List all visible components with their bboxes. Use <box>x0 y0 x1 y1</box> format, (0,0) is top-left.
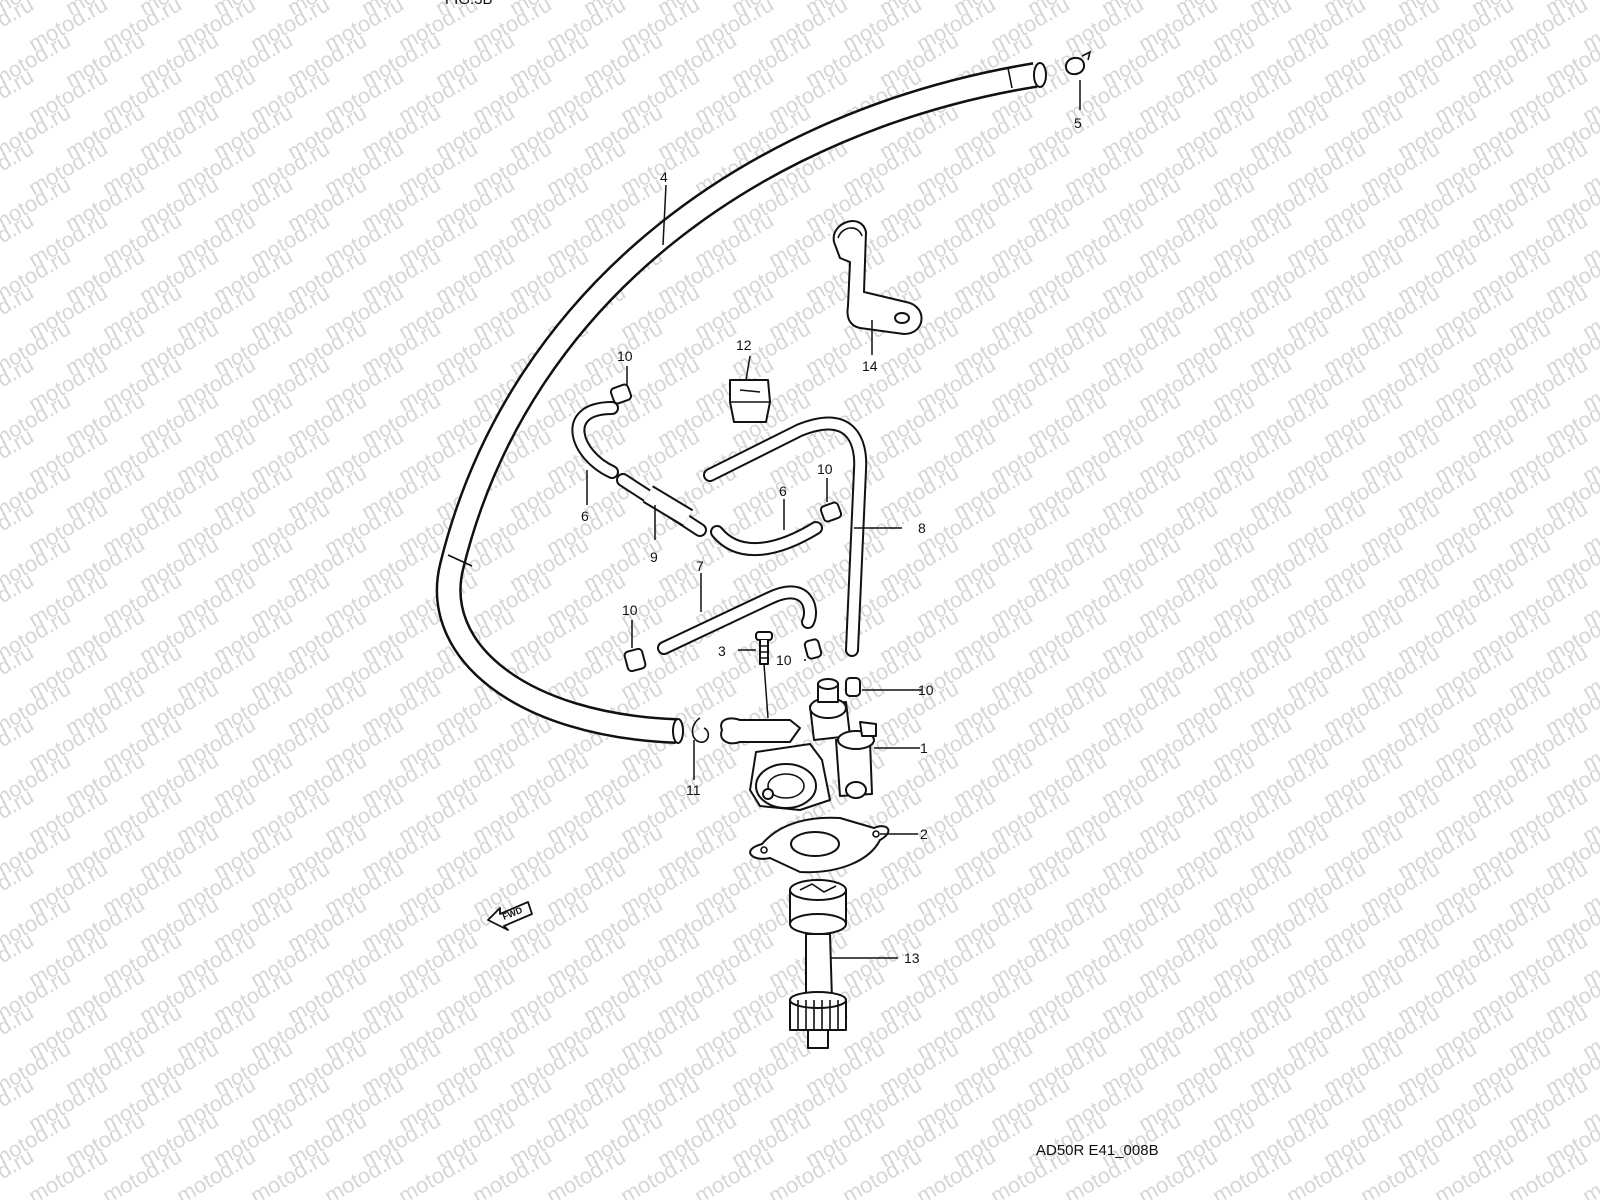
leader-lines <box>586 80 1081 959</box>
part-8-u-tube <box>703 416 868 657</box>
part-11-clip <box>691 717 710 743</box>
callout-7: 7 <box>696 558 704 574</box>
callout-4: 4 <box>660 169 668 185</box>
callout-6b: 6 <box>779 483 787 499</box>
diagram-code: AD50R E41_008B <box>1036 1142 1159 1159</box>
part-4-oil-tank-hose <box>435 62 1047 744</box>
part-10-cap-2 <box>819 501 843 523</box>
part-6-bent-tube-right <box>710 521 823 557</box>
part-7-tube <box>657 585 817 655</box>
callout-14: 14 <box>862 358 878 374</box>
part-1-oil-pump <box>720 678 877 811</box>
part-9-joint <box>616 473 707 537</box>
part-6-bent-tube-left <box>571 401 619 479</box>
callout-10b: 10 <box>817 461 833 477</box>
part-10-cap-4 <box>803 638 823 660</box>
fwd-arrow-icon: FWD <box>487 901 533 931</box>
part-5-hose-clip <box>1065 50 1092 76</box>
part-10-cap-3 <box>623 647 647 673</box>
part-10-cap-5 <box>845 677 861 697</box>
callout-10a: 10 <box>617 348 633 364</box>
callout-10e: 10 <box>918 682 934 698</box>
callout-11: 11 <box>686 782 701 798</box>
part-3-screw <box>755 631 773 665</box>
part-2-gasket <box>749 816 890 874</box>
top-partial-label: FIG.3B <box>445 0 493 8</box>
part-13-drive-gear <box>789 879 847 1049</box>
part-10-cap-1 <box>609 383 633 405</box>
callout-2: 2 <box>920 826 928 842</box>
callout-10c: 10 <box>622 602 638 618</box>
callout-8: 8 <box>918 520 926 536</box>
part-12-damper <box>729 379 771 423</box>
callout-12: 12 <box>736 337 752 353</box>
callout-13: 13 <box>904 950 920 966</box>
callout-1: 1 <box>920 740 928 756</box>
callout-5: 5 <box>1074 115 1082 131</box>
callout-6a: 6 <box>581 508 589 524</box>
callout-numbers: 5 4 14 12 10 6 9 6 10 8 7 10 3 10 10 1 2… <box>581 115 1082 966</box>
callout-10d: 10 <box>776 652 792 668</box>
part-14-hose-bracket <box>832 220 923 335</box>
callout-3: 3 <box>718 643 726 659</box>
callout-9: 9 <box>650 549 658 565</box>
